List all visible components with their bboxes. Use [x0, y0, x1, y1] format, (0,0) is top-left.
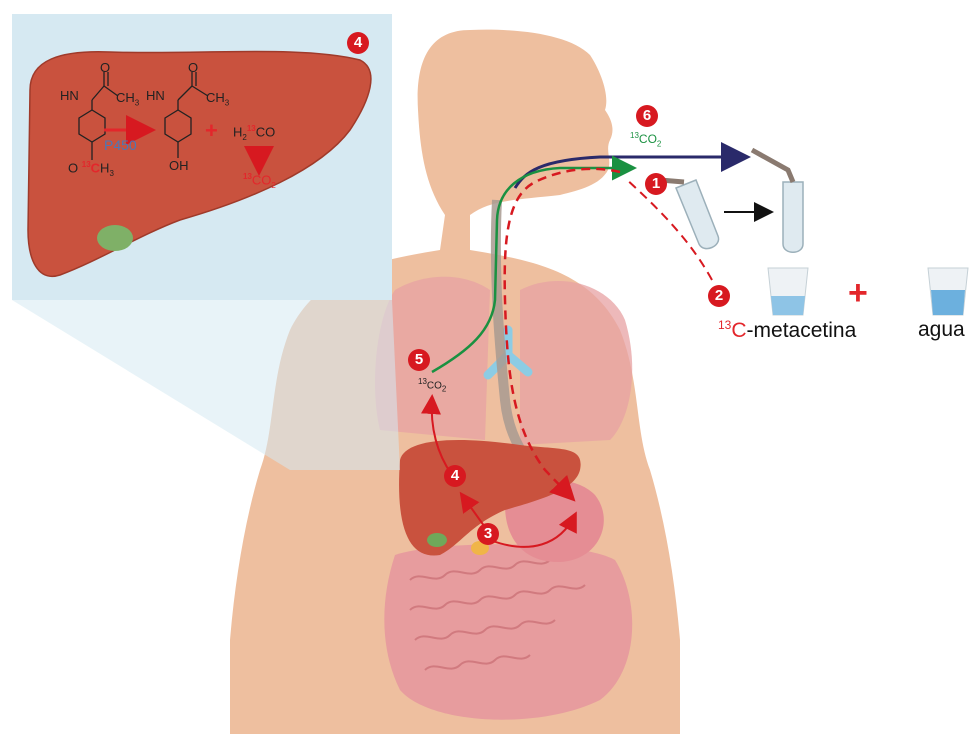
o-left: O	[100, 60, 110, 75]
inset-zoom-cone	[12, 300, 400, 470]
step-badge-6: 6	[636, 105, 658, 127]
test-tube-1	[660, 180, 719, 249]
ch3-right-text: CH	[206, 90, 225, 105]
inset-co2-sub: 2	[271, 181, 275, 190]
right-lung	[520, 281, 632, 445]
co2-chest-sub: 2	[442, 384, 446, 393]
formaldehyde-h: H	[233, 124, 242, 139]
ch3-left: CH3	[116, 90, 139, 108]
step-badge-4-inset: 4	[347, 32, 369, 54]
ch3-left-text: CH	[116, 90, 135, 105]
metacetina-rest: -metacetina	[747, 319, 857, 342]
step-badge-2: 2	[708, 285, 730, 307]
formaldehyde-co: CO	[256, 124, 276, 139]
step-badge-3: 3	[477, 523, 499, 545]
step-badge-5: 5	[408, 349, 430, 371]
metacetina-mass: 13	[718, 318, 731, 332]
metacetina-label: 13C-metacetina	[718, 318, 856, 343]
co2-chest-mass: 13	[418, 377, 427, 386]
step-badge-1: 1	[645, 173, 667, 195]
inset-co2: 13CO2	[243, 172, 276, 190]
co2-top-sub: 2	[657, 139, 661, 148]
formaldehyde: H213CO	[233, 124, 275, 142]
formaldehyde-sub: 2	[242, 133, 246, 142]
gallbladder-body	[427, 533, 447, 547]
hn-left: HN	[60, 88, 79, 103]
metacetina-c: C	[731, 319, 746, 342]
inset-co2-mass: 13	[243, 172, 252, 181]
co2-top-mass: 13	[630, 131, 639, 140]
inset-co2-text: CO	[252, 172, 272, 187]
ch3-left-sub: 3	[135, 99, 139, 108]
hydroxyl-oh: OH	[169, 158, 189, 173]
step-badge-4-body: 4	[444, 465, 466, 487]
inset-gallbladder	[97, 225, 133, 251]
methoxy-mass: 13	[82, 160, 91, 169]
methoxy-sub: 3	[109, 169, 113, 178]
methoxy-o: O	[68, 160, 78, 175]
ch3-right: CH3	[206, 90, 229, 108]
cup-metacetina	[768, 268, 808, 315]
ch3-right-sub: 3	[225, 99, 229, 108]
p450-enzyme-label: P450	[104, 137, 137, 153]
co2-label-chest: 13CO2	[418, 377, 446, 393]
inset-plus: +	[205, 118, 218, 144]
plus-sign: +	[848, 276, 868, 310]
test-tube-2	[752, 150, 803, 252]
agua-label: agua	[918, 318, 965, 342]
co2-top-text: CO	[639, 132, 657, 146]
methoxy-group: O 13CH3	[68, 160, 114, 178]
formaldehyde-mass: 13	[247, 124, 256, 133]
co2-chest-text: CO	[427, 380, 442, 391]
hn-right: HN	[146, 88, 165, 103]
co2-label-top: 13CO2	[630, 131, 661, 148]
cup-agua	[928, 268, 968, 315]
intestines	[384, 544, 632, 719]
o-right: O	[188, 60, 198, 75]
methoxy-c: C	[91, 160, 100, 175]
